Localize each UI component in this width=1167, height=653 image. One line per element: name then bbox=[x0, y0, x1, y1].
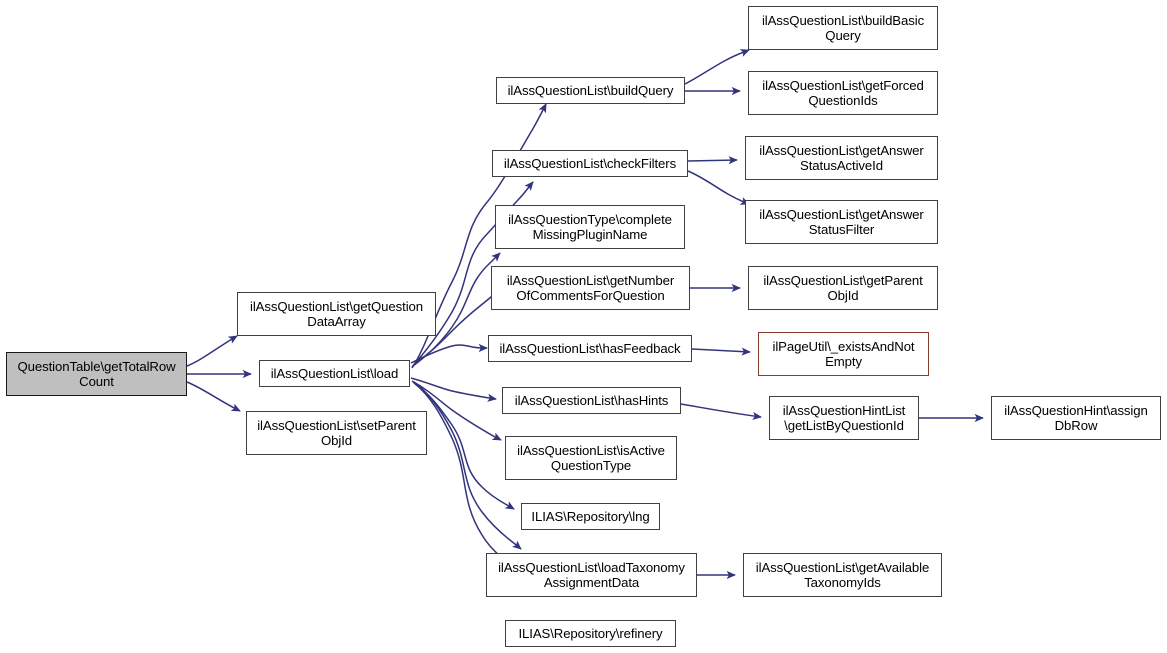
graph-node-buildBasicQuery[interactable]: ilAssQuestionList\buildBasic Query bbox=[748, 6, 938, 50]
graph-node-load[interactable]: ilAssQuestionList\load bbox=[259, 360, 410, 387]
call-edge bbox=[687, 170, 750, 205]
call-edge bbox=[680, 403, 762, 420]
graph-node-root[interactable]: QuestionTable\getTotalRow Count bbox=[6, 352, 187, 396]
call-edge bbox=[410, 343, 488, 364]
graph-node-checkFilters[interactable]: ilAssQuestionList\checkFilters bbox=[492, 150, 688, 177]
graph-node-getQuestionDataArray[interactable]: ilAssQuestionList\getQuestion DataArray bbox=[237, 292, 436, 336]
graph-node-assignDbRow[interactable]: ilAssQuestionHint\assign DbRow bbox=[991, 396, 1161, 440]
graph-node-getParentObjId[interactable]: ilAssQuestionList\getParent ObjId bbox=[748, 266, 938, 310]
graph-node-getAnswerStatusActiveId[interactable]: ilAssQuestionList\getAnswer StatusActive… bbox=[745, 136, 938, 180]
graph-node-setParentObjId[interactable]: ilAssQuestionList\setParent ObjId bbox=[246, 411, 427, 455]
graph-node-loadTaxonomyAssignmentData[interactable]: ilAssQuestionList\loadTaxonomy Assignmen… bbox=[486, 553, 697, 597]
call-edge bbox=[186, 335, 238, 367]
graph-node-getAvailableTaxonomyIds[interactable]: ilAssQuestionList\getAvailable TaxonomyI… bbox=[743, 553, 942, 597]
graph-node-completeMissingPluginName[interactable]: ilAssQuestionType\complete MissingPlugin… bbox=[495, 205, 685, 249]
graph-node-getNumberOfCommentsForQuestion[interactable]: ilAssQuestionList\getNumber OfCommentsFo… bbox=[491, 266, 690, 310]
graph-node-hasHints[interactable]: ilAssQuestionList\hasHints bbox=[502, 387, 681, 414]
graph-node-lng[interactable]: ILIAS\Repository\lng bbox=[521, 503, 660, 530]
call-edge bbox=[684, 49, 750, 85]
graph-node-hasFeedback[interactable]: ilAssQuestionList\hasFeedback bbox=[488, 335, 692, 362]
call-edge bbox=[410, 377, 497, 402]
graph-node-getForcedQuestionIds[interactable]: ilAssQuestionList\getForced QuestionIds bbox=[748, 71, 938, 115]
graph-node-isActiveQuestionType[interactable]: ilAssQuestionList\isActive QuestionType bbox=[505, 436, 677, 480]
graph-node-refinery[interactable]: ILIAS\Repository\refinery bbox=[505, 620, 676, 647]
graph-node-getAnswerStatusFilter[interactable]: ilAssQuestionList\getAnswer StatusFilter bbox=[745, 200, 938, 244]
call-edge bbox=[687, 156, 738, 165]
call-edge bbox=[412, 381, 515, 510]
graph-node-existsAndNotEmpty[interactable]: ilPageUtil\_existsAndNot Empty bbox=[758, 332, 929, 376]
call-edge bbox=[186, 381, 241, 412]
graph-node-buildQuery[interactable]: ilAssQuestionList\buildQuery bbox=[496, 77, 685, 104]
call-edge bbox=[691, 347, 751, 356]
graph-node-getListByQuestionId[interactable]: ilAssQuestionHintList \getListByQuestion… bbox=[769, 396, 919, 440]
